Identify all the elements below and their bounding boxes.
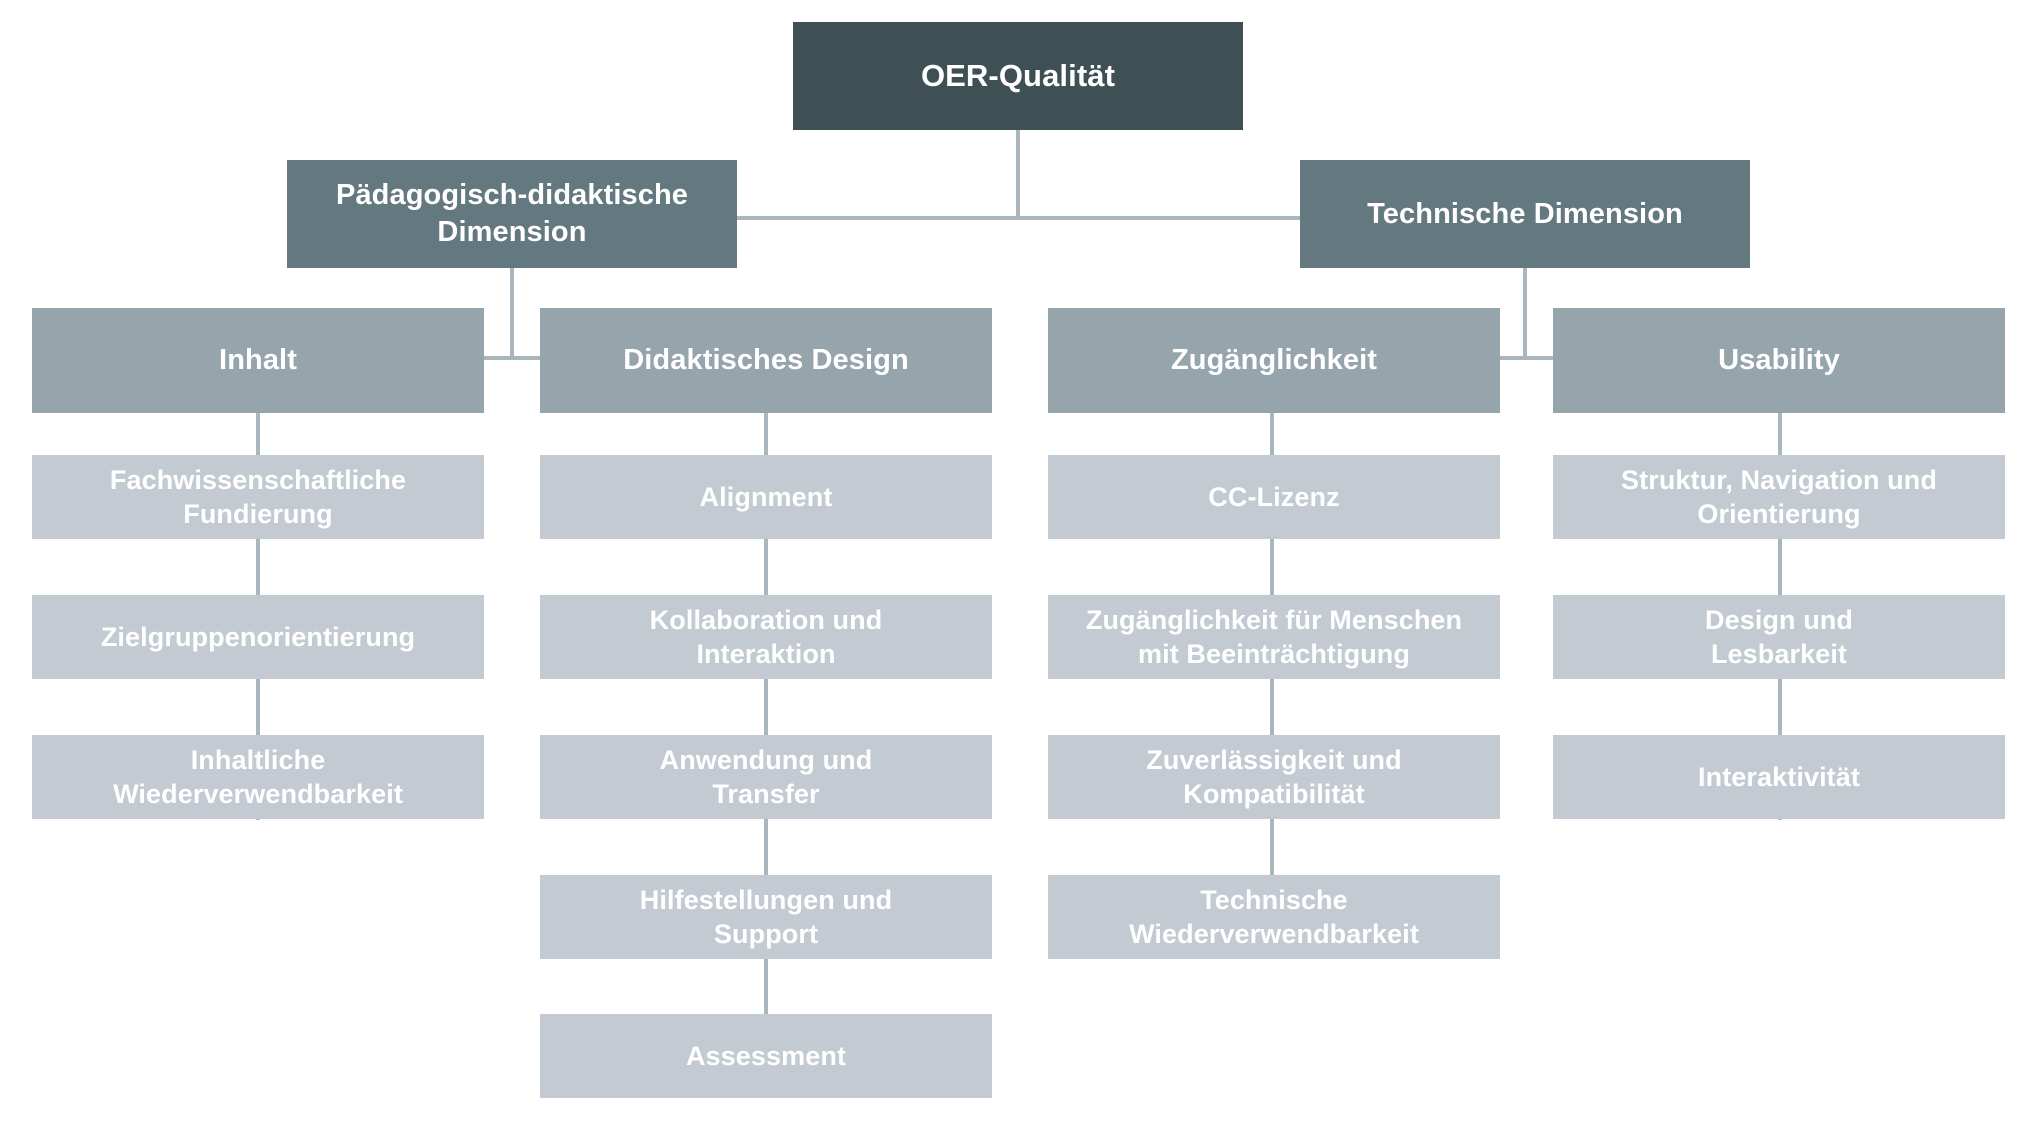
node-technische-wiederverwendbarkeit[interactable]: Technische Wiederverwendbarkeit	[1048, 875, 1500, 959]
node-anwendung-und-transfer[interactable]: Anwendung und Transfer	[540, 735, 992, 819]
node-label: Zugänglichkeit	[1170, 344, 1378, 377]
node-paedagogisch-didaktische-dimension[interactable]: Pädagogisch-didaktische Dimension	[287, 160, 737, 268]
node-label: Inhalt	[219, 344, 297, 377]
node-label: Assessment	[685, 1040, 847, 1071]
node-cc-lizenz[interactable]: CC-Lizenz	[1048, 455, 1500, 539]
node-zielgruppenorientierung[interactable]: Zielgruppenorientierung	[32, 595, 484, 679]
node-label: Anwendung und Transfer	[659, 744, 873, 809]
node-label: Technische Dimension	[1367, 197, 1683, 230]
node-usability[interactable]: Usability	[1553, 308, 2005, 413]
node-oer-qualitaet[interactable]: OER-Qualität	[793, 22, 1243, 130]
connector-paedagogisch-bus	[258, 356, 766, 360]
node-didaktisches-design[interactable]: Didaktisches Design	[540, 308, 992, 413]
node-label: Zielgruppenorientierung	[100, 621, 416, 652]
node-label: Alignment	[699, 481, 833, 512]
node-zuverlaessigkeit-und-kompatibilitaet[interactable]: Zuverlässigkeit und Kompatibilität	[1048, 735, 1500, 819]
node-zugaenglichkeit-fuer-menschen-mit-beeintraechtigung[interactable]: Zugänglichkeit für Menschen mit Beeinträ…	[1048, 595, 1500, 679]
node-assessment[interactable]: Assessment	[540, 1014, 992, 1098]
connector-paedagogisch-stem	[510, 268, 514, 360]
node-label: Pädagogisch-didaktische Dimension	[336, 179, 688, 248]
node-technische-dimension[interactable]: Technische Dimension	[1300, 160, 1750, 268]
node-kollaboration-und-interaktion[interactable]: Kollaboration und Interaktion	[540, 595, 992, 679]
node-zugaenglichkeit[interactable]: Zugänglichkeit	[1048, 308, 1500, 413]
node-inhalt[interactable]: Inhalt	[32, 308, 484, 413]
node-hilfestellungen-und-support[interactable]: Hilfestellungen und Support	[540, 875, 992, 959]
node-fachwissenschaftliche-fundierung[interactable]: Fachwissenschaftliche Fundierung	[32, 455, 484, 539]
node-label: OER-Qualität	[920, 58, 1116, 94]
node-label: Didaktisches Design	[623, 344, 909, 377]
connector-technisch-bus	[1272, 356, 1780, 360]
node-design-und-lesbarkeit[interactable]: Design und Lesbarkeit	[1553, 595, 2005, 679]
node-label: Design und Lesbarkeit	[1705, 604, 1853, 669]
node-alignment[interactable]: Alignment	[540, 455, 992, 539]
node-inhaltliche-wiederverwendbarkeit[interactable]: Inhaltliche Wiederverwendbarkeit	[32, 735, 484, 819]
node-label: Hilfestellungen und Support	[639, 884, 893, 949]
node-label: Zugänglichkeit für Menschen mit Beeinträ…	[1085, 604, 1463, 669]
node-label: Struktur, Navigation und Orientierung	[1621, 464, 1937, 529]
connector-col-didaktisches-design-spine	[764, 413, 768, 1044]
connector-dimension-bus	[737, 216, 1300, 220]
node-label: Technische Wiederverwendbarkeit	[1129, 884, 1419, 949]
node-label: Inhaltliche Wiederverwendbarkeit	[113, 744, 403, 809]
node-label: Interaktivität	[1698, 761, 1860, 792]
node-label: CC-Lizenz	[1208, 481, 1340, 512]
node-struktur-navigation-und-orientierung[interactable]: Struktur, Navigation und Orientierung	[1553, 455, 2005, 539]
node-label: Fachwissenschaftliche Fundierung	[109, 464, 407, 529]
connector-technisch-stem	[1523, 268, 1527, 360]
node-label: Usability	[1718, 344, 1840, 377]
node-label: Zuverlässigkeit und Kompatibilität	[1146, 744, 1402, 809]
connector-root-stem	[1016, 130, 1020, 220]
node-label: Kollaboration und Interaktion	[649, 604, 883, 669]
node-interaktivitaet[interactable]: Interaktivität	[1553, 735, 2005, 819]
